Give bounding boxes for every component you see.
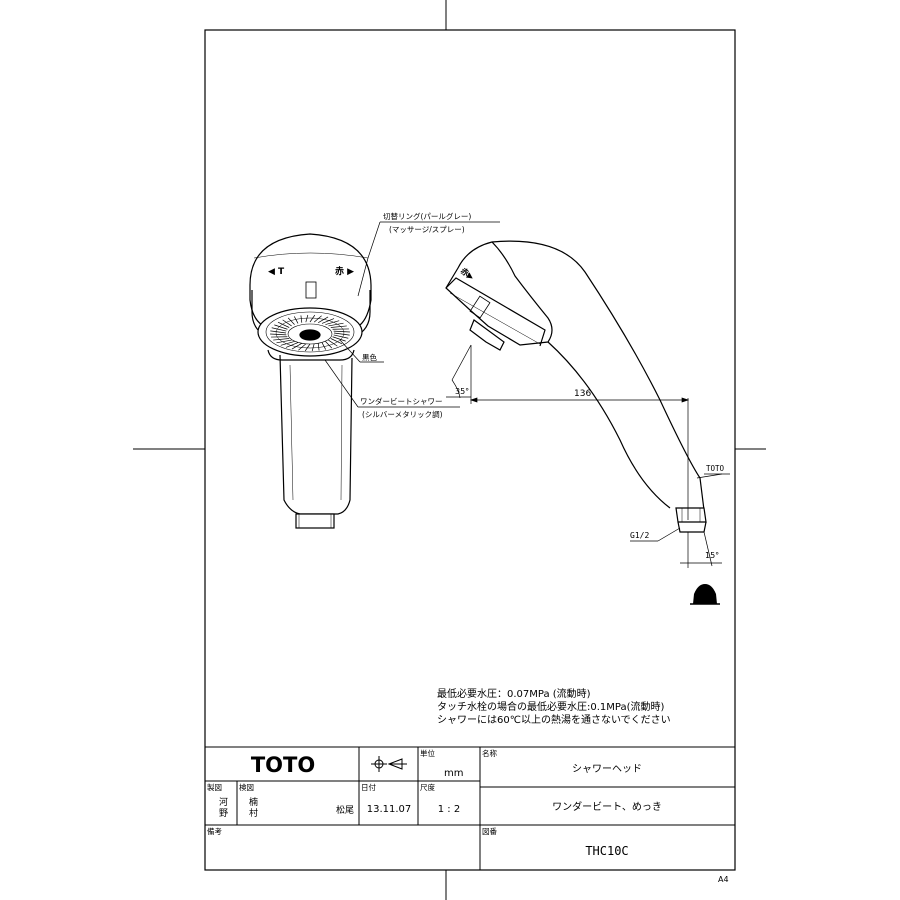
nozzle-spoke xyxy=(333,332,350,336)
front-view xyxy=(249,233,372,529)
drawing-no-value: THC10C xyxy=(585,844,628,858)
nozzle-spoke xyxy=(330,325,347,328)
checked-label: 検図 xyxy=(239,782,254,792)
drawn-value-1: 河 xyxy=(219,796,228,808)
nozzle-spoke xyxy=(317,343,320,351)
nozzle-spoke xyxy=(282,319,292,327)
paper-size: A4 xyxy=(718,875,729,884)
side-view xyxy=(445,240,707,533)
drawn-label: 製図 xyxy=(207,782,222,792)
nozzle-spoke xyxy=(270,330,287,334)
nozzle-spoke xyxy=(305,314,309,323)
name-value: シャワーヘッド xyxy=(572,764,642,775)
checked-value-2: 村 xyxy=(249,807,258,819)
projection-symbol xyxy=(371,756,407,772)
callout-thread: G1/2 xyxy=(630,531,649,540)
nozzle-spoke xyxy=(291,343,302,350)
nozzle-spoke xyxy=(325,341,333,349)
nozzle-spoke xyxy=(280,341,295,346)
dim-length: 136 xyxy=(574,389,591,399)
note-2: タッチ水栓の場合の最低必要水圧:0.1MPa(流動時) xyxy=(437,700,665,713)
nozzle-spoke xyxy=(277,321,290,328)
callout-shower-1: ワンダービートシャワー xyxy=(360,396,443,406)
nozzle-pattern xyxy=(270,314,350,352)
nozzle-spoke xyxy=(321,342,327,350)
callout-shower-2: (シルバーメタリック調) xyxy=(362,409,443,419)
projection-icon xyxy=(690,584,720,605)
nozzle-spoke xyxy=(333,330,350,333)
note-3: シャワーには60℃以上の熱湯を通さないでください xyxy=(437,713,671,726)
nozzle-spoke xyxy=(276,339,292,344)
note-1: 最低必要水圧：0.07MPa (流動時) xyxy=(437,687,591,700)
nozzle-spoke xyxy=(333,334,349,339)
centering-marks xyxy=(133,0,766,900)
nozzle-spoke xyxy=(300,315,303,323)
drawing-no-label: 図番 xyxy=(482,826,497,836)
nozzle-spoke xyxy=(328,322,344,327)
nozzle-spoke xyxy=(298,343,307,351)
name-label: 名称 xyxy=(482,748,497,758)
nozzle-spoke xyxy=(273,338,290,341)
dimension-lines xyxy=(324,221,730,568)
callout-brand: TOTO xyxy=(706,464,725,473)
nozzle-spoke xyxy=(330,338,343,345)
dim-angle-base: 15° xyxy=(705,551,719,560)
nozzle-spoke xyxy=(304,343,311,352)
scale-value: 1 : 2 xyxy=(438,804,460,815)
nozzle-spoke xyxy=(271,327,287,332)
unit-label: 単位 xyxy=(420,748,435,758)
nozzle-spoke xyxy=(274,324,288,330)
date-label: 日付 xyxy=(361,782,376,792)
callout-black: 黒色 xyxy=(362,352,377,362)
nozzle-spoke xyxy=(285,342,299,348)
nozzle-spoke xyxy=(287,317,295,325)
scale-label: 尺度 xyxy=(420,782,435,792)
nozzle-spoke xyxy=(309,314,316,323)
nozzle-spoke xyxy=(318,316,329,323)
nozzle-spoke xyxy=(325,320,340,325)
nozzle-spoke xyxy=(328,339,338,347)
dim-angle-head: 35° xyxy=(455,387,469,396)
nozzle-spoke xyxy=(293,316,299,324)
nozzle-spoke xyxy=(313,315,322,323)
drawn-value-2: 野 xyxy=(219,808,228,819)
nozzle-spoke xyxy=(332,336,346,342)
model-description: ワンダービート、めっき xyxy=(552,800,662,813)
remarks-label: 備考 xyxy=(207,826,222,836)
drawing-frame xyxy=(204,29,736,871)
callout-ring-2: (マッサージ/スプレー) xyxy=(389,225,465,234)
nozzle-spoke xyxy=(321,318,335,324)
unit-value: mm xyxy=(444,768,463,779)
title-block-grid xyxy=(205,746,735,870)
nozzle-spoke xyxy=(311,343,315,352)
checked-value-1: 楠 xyxy=(249,796,258,808)
approved-value: 松尾 xyxy=(336,804,354,816)
nozzle-spoke xyxy=(270,333,287,336)
front-mark-left: ◀ T xyxy=(268,267,285,277)
front-mark-right: 赤 ▶ xyxy=(335,265,354,277)
date-value: 13.11.07 xyxy=(367,804,412,815)
callout-ring-1: 切替リング(パールグレー) xyxy=(383,211,471,221)
company-logo: TOTO xyxy=(251,753,315,777)
